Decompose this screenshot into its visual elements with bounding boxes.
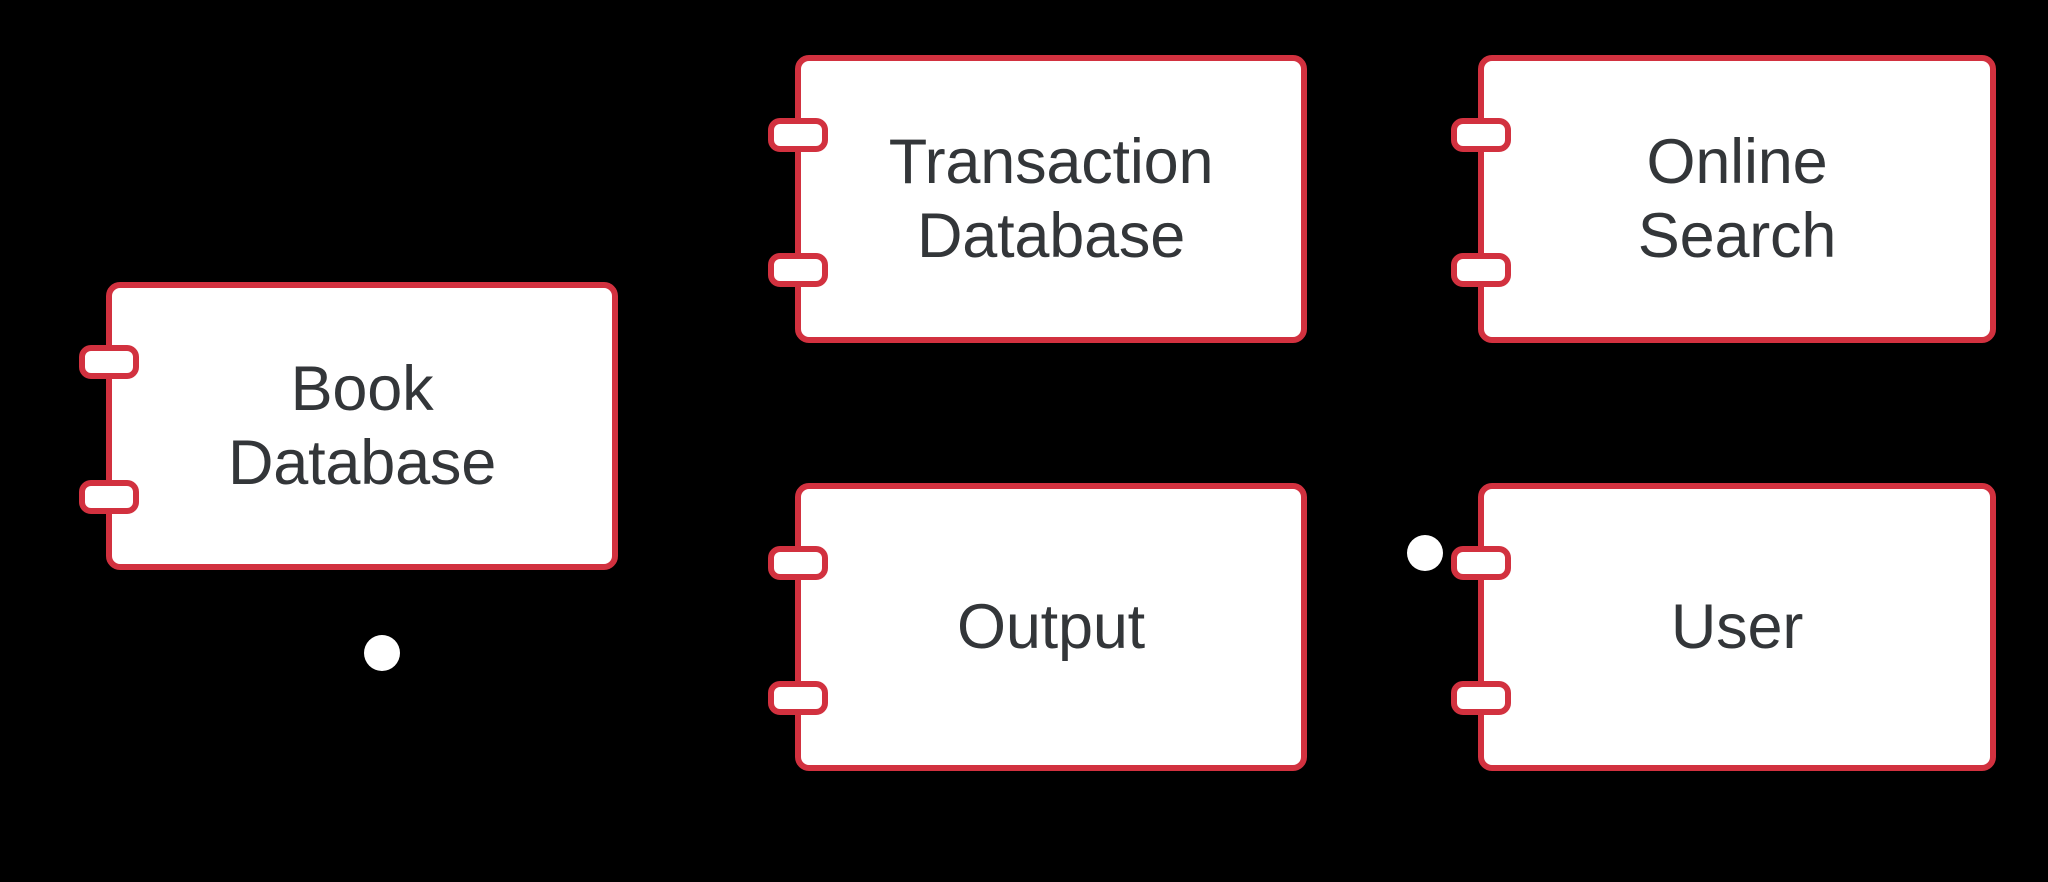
port-user-bottom[interactable] (1451, 681, 1511, 715)
port-user-top[interactable] (1451, 546, 1511, 580)
node-label-transaction-database: Transaction Database (888, 126, 1214, 271)
node-output[interactable]: Output (768, 483, 1307, 771)
cursor-dot-user (1407, 535, 1443, 571)
node-online-search[interactable]: Online Search (1451, 55, 1996, 343)
node-label-book-database: Book Database (227, 353, 497, 498)
node-label-output: Output (957, 591, 1145, 662)
port-book-database-bottom[interactable] (79, 480, 139, 514)
cursor-dot-book-database (364, 635, 400, 671)
node-user[interactable]: User (1451, 483, 1996, 771)
node-transaction-database[interactable]: Transaction Database (768, 55, 1307, 343)
port-transaction-database-bottom[interactable] (768, 253, 828, 287)
node-label-user: User (1670, 591, 1804, 662)
port-book-database-top[interactable] (79, 345, 139, 379)
port-transaction-database-top[interactable] (768, 118, 828, 152)
port-online-search-top[interactable] (1451, 118, 1511, 152)
port-output-bottom[interactable] (768, 681, 828, 715)
node-label-online-search: Online Search (1637, 126, 1837, 271)
port-online-search-bottom[interactable] (1451, 253, 1511, 287)
node-book-database[interactable]: Book Database (79, 282, 618, 570)
port-output-top[interactable] (768, 546, 828, 580)
